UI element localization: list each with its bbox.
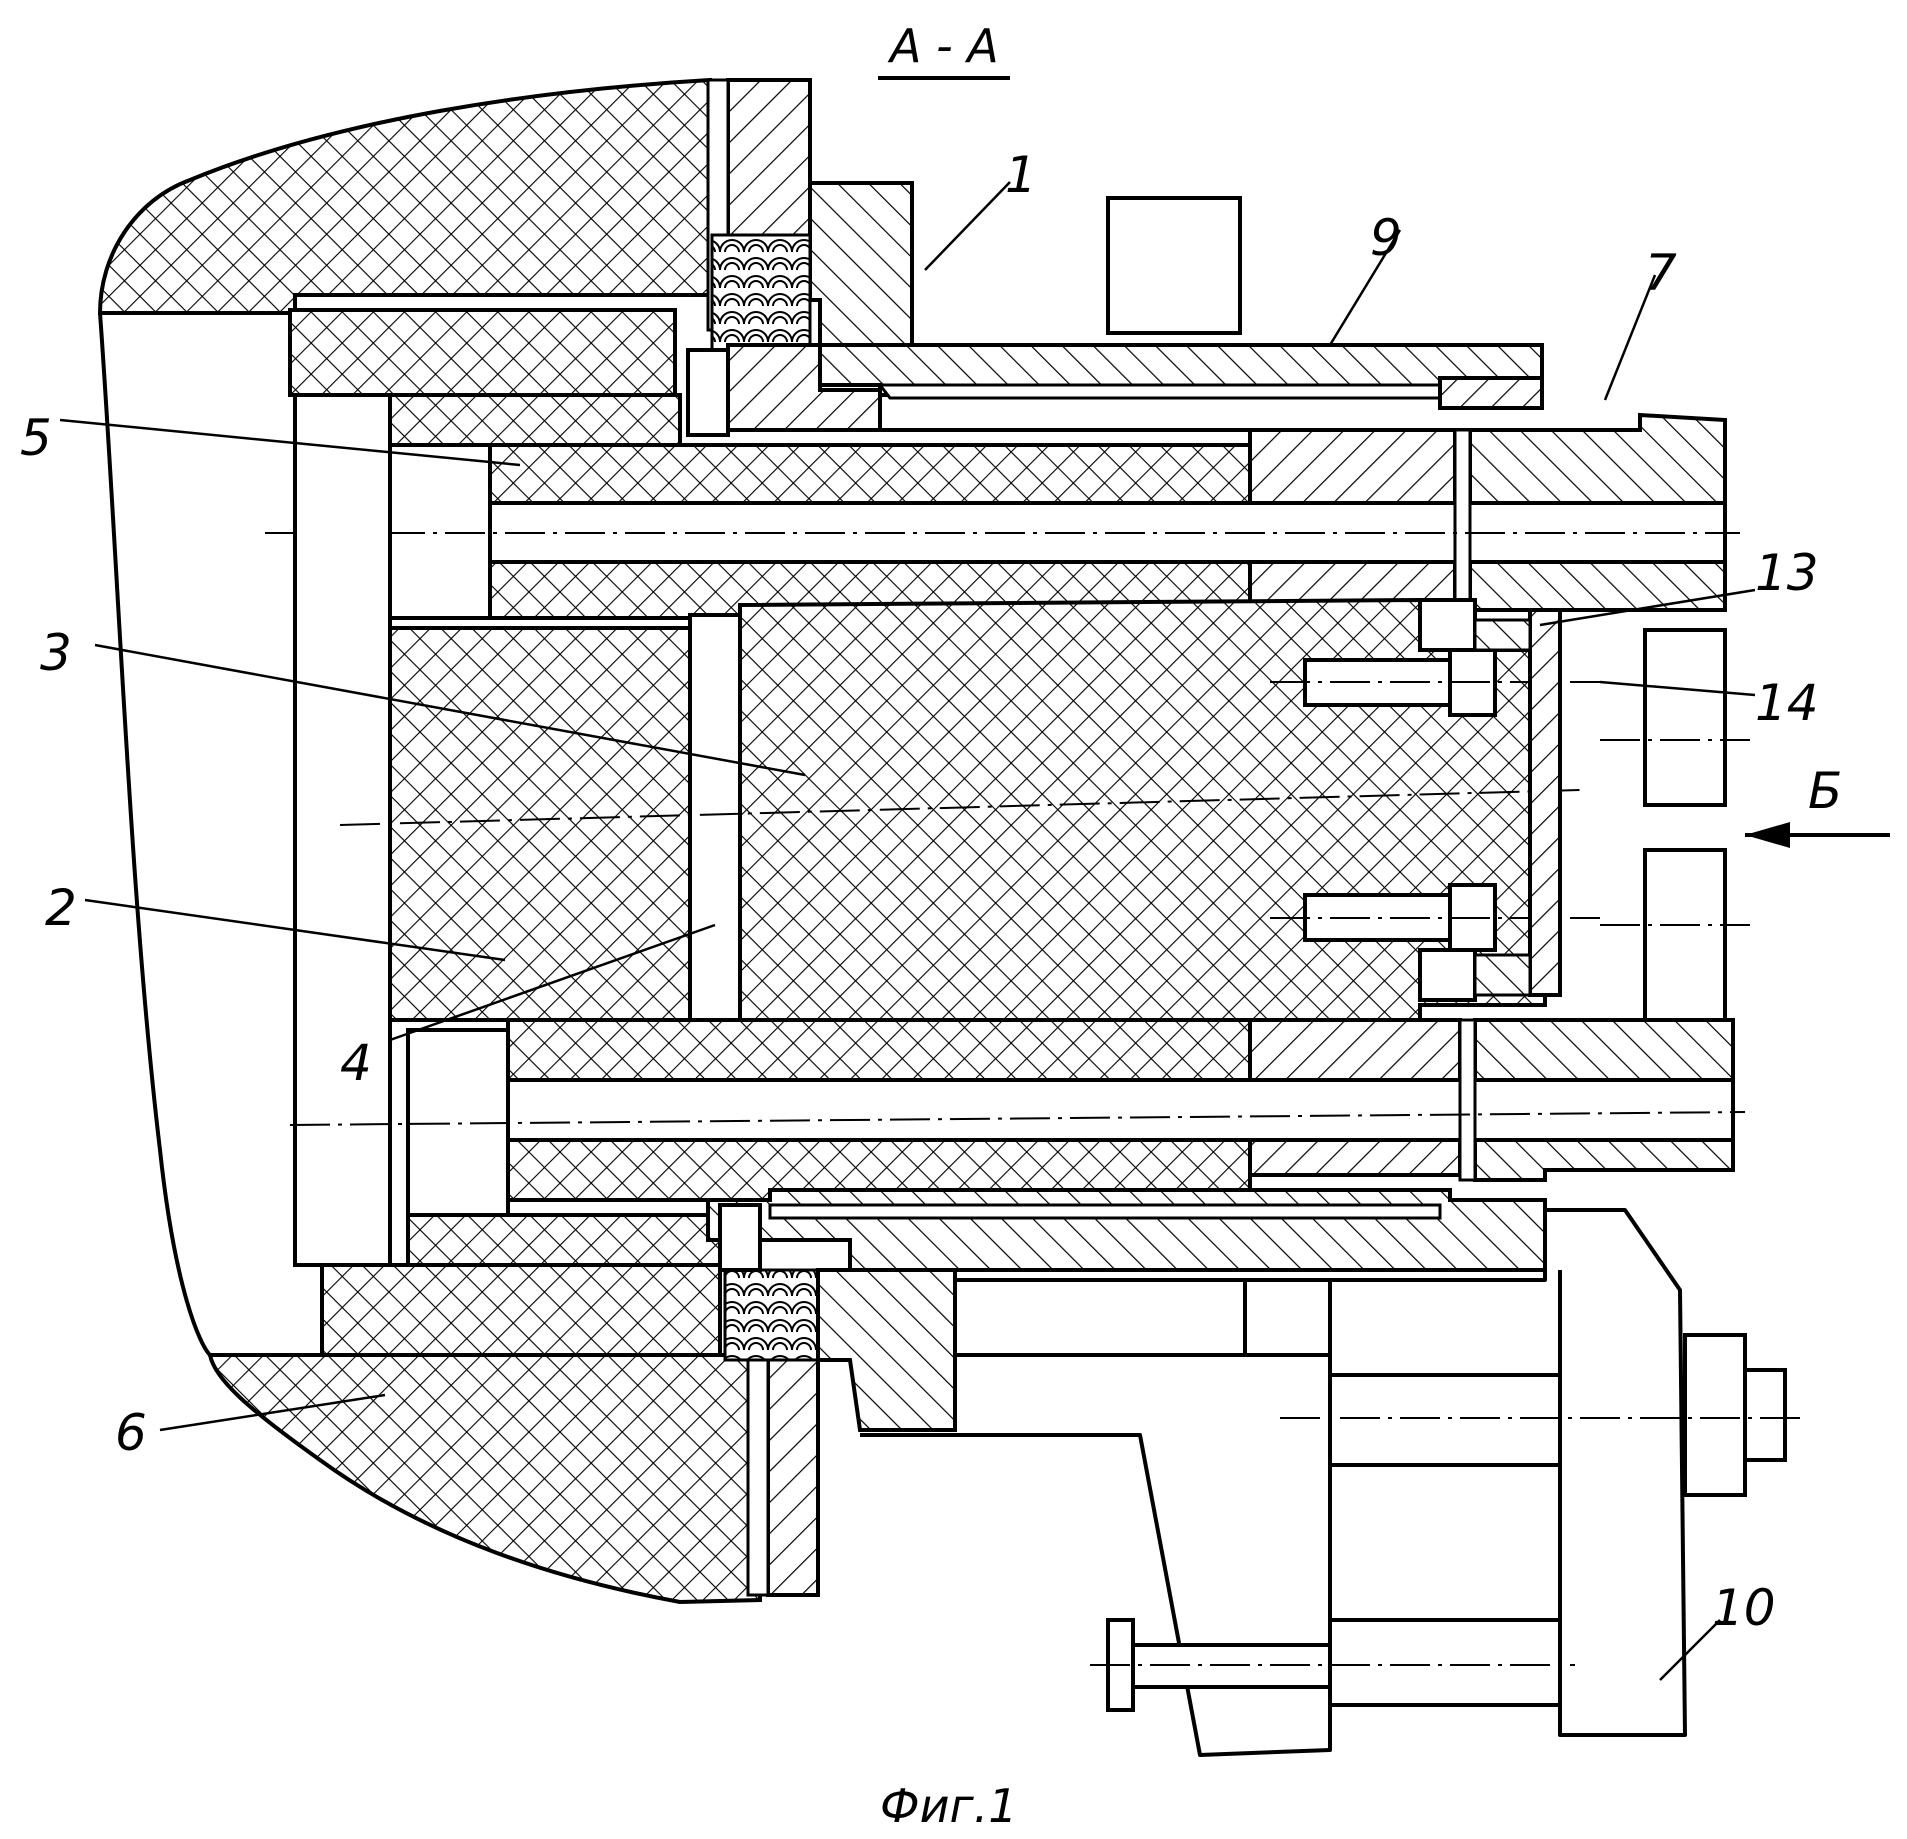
label-3: 3 — [40, 624, 72, 682]
label-4: 4 — [340, 1034, 372, 1092]
upper-electrode — [265, 415, 1740, 618]
section-title: А - А — [878, 19, 1010, 78]
lower-electrode — [290, 1020, 1745, 1215]
lower-sleeve — [708, 1190, 1545, 1270]
label-13: 13 — [1755, 544, 1819, 602]
view-arrow-label: Б — [1808, 762, 1842, 820]
label-14: 14 — [1755, 674, 1819, 732]
label-1: 1 — [1005, 146, 1037, 204]
label-9: 9 — [1370, 209, 1402, 267]
label-10: 10 — [1712, 1579, 1776, 1637]
bracket — [860, 1210, 1800, 1755]
view-arrow: Б — [1745, 762, 1890, 848]
label-5: 5 — [20, 409, 52, 467]
figure-caption: Фиг.1 — [880, 1779, 1018, 1833]
top-boss — [1108, 198, 1240, 333]
label-6: 6 — [115, 1404, 147, 1462]
section-title-text: А - А — [887, 19, 999, 73]
label-2: 2 — [45, 879, 77, 937]
label-7: 7 — [1645, 244, 1677, 302]
